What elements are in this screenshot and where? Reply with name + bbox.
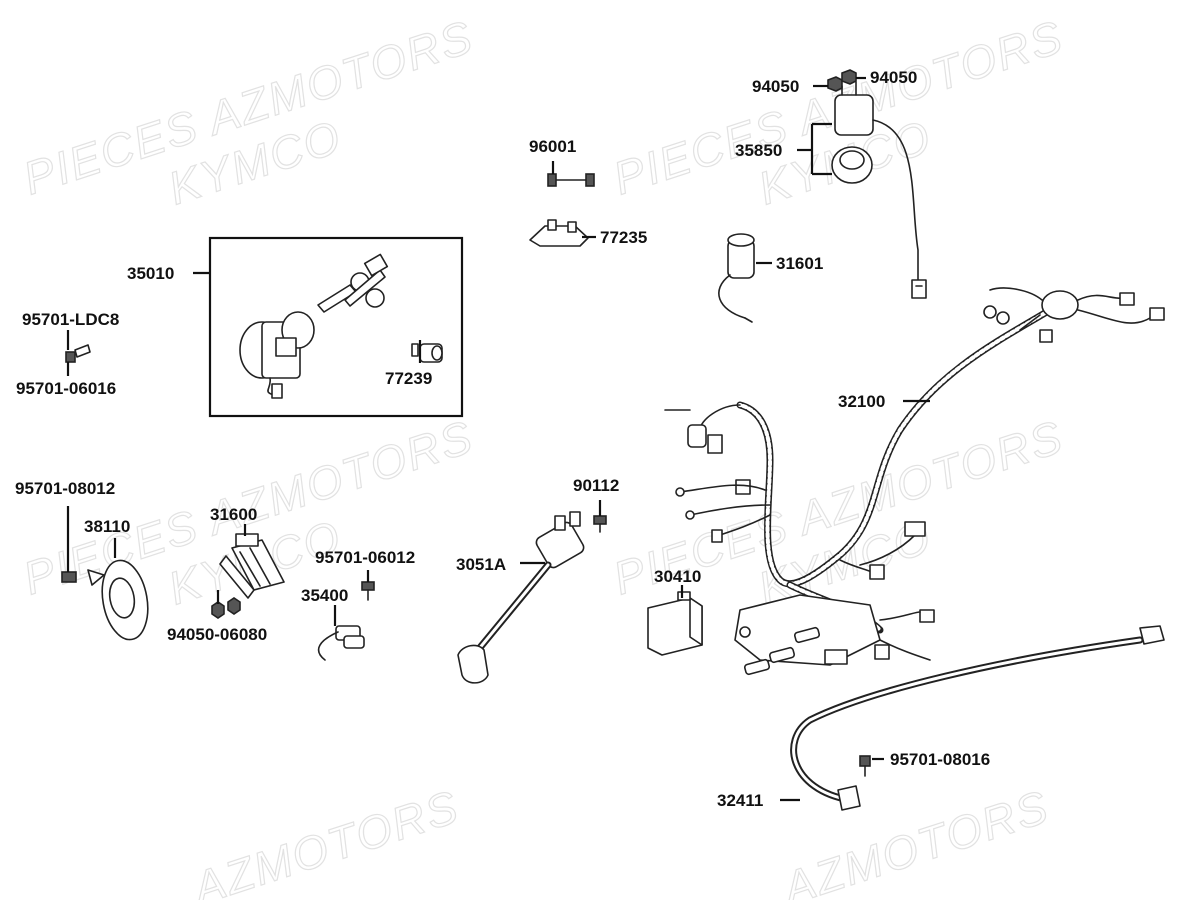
part-32411-ground-cable (790, 625, 1165, 811)
label-95701-ldc8: 95701-LDC8 (22, 310, 119, 329)
part-31600-regulator (219, 533, 285, 599)
leader-lines (113, 76, 930, 802)
label-31600: 31600 (210, 505, 257, 524)
label-3051a: 3051A (456, 555, 506, 574)
label-32100: 32100 (838, 392, 885, 411)
label-95701-08012: 95701-08012 (15, 479, 115, 498)
part-38110-horn (87, 559, 149, 641)
label-94050-06080: 94050-06080 (167, 625, 267, 644)
label-38110: 38110 (84, 517, 130, 536)
label-95701-06016: 95701-06016 (16, 379, 116, 398)
part-95701-08016-bolt (859, 755, 871, 777)
part-90112-bolt (593, 500, 607, 533)
part-95701-08012-bolt (61, 506, 77, 583)
label-32411: 32411 (717, 791, 763, 810)
label-94050-left: 94050 (752, 77, 799, 96)
part-32100-wire-harness (664, 287, 1165, 676)
label-35010: 35010 (127, 264, 174, 283)
part-35010-ignition-switch (239, 253, 389, 399)
part-77235-bracket (529, 219, 589, 247)
part-31601-socket (718, 233, 755, 323)
label-35400: 35400 (301, 586, 348, 605)
key-icon (344, 253, 389, 308)
watermark-text: AZMOTORS (184, 780, 465, 900)
label-94050-right: 94050 (870, 68, 917, 87)
part-77239-lock (411, 343, 443, 363)
label-30410: 30410 (654, 567, 701, 586)
label-96001: 96001 (529, 137, 576, 156)
part-94050-nut-right (841, 69, 857, 85)
part-35850-starter-relay (831, 81, 927, 299)
watermark-text: AZMOTORS (774, 780, 1055, 900)
part-96001-bolt (547, 161, 595, 187)
label-95701-08016: 95701-08016 (890, 750, 990, 769)
label-77235: 77235 (600, 228, 647, 247)
label-35850: 35850 (735, 141, 782, 160)
part-95701-06012-bolt (361, 581, 375, 601)
part-30410-cdi (647, 591, 703, 656)
part-labels: 94050 94050 35850 96001 77235 31601 3501… (15, 68, 990, 810)
label-95701-06012: 95701-06012 (315, 548, 415, 567)
label-77239: 77239 (385, 369, 432, 388)
part-3051a-ignition-coil (457, 511, 585, 684)
part-94050-06080-nut (211, 597, 241, 619)
group-box-35010 (208, 236, 464, 418)
part-35400-relay (317, 625, 365, 661)
part-94050-nut-left (827, 76, 843, 92)
part-95701-ldc8-bolt (65, 330, 91, 376)
label-90112: 90112 (573, 476, 619, 495)
label-31601: 31601 (776, 254, 823, 273)
